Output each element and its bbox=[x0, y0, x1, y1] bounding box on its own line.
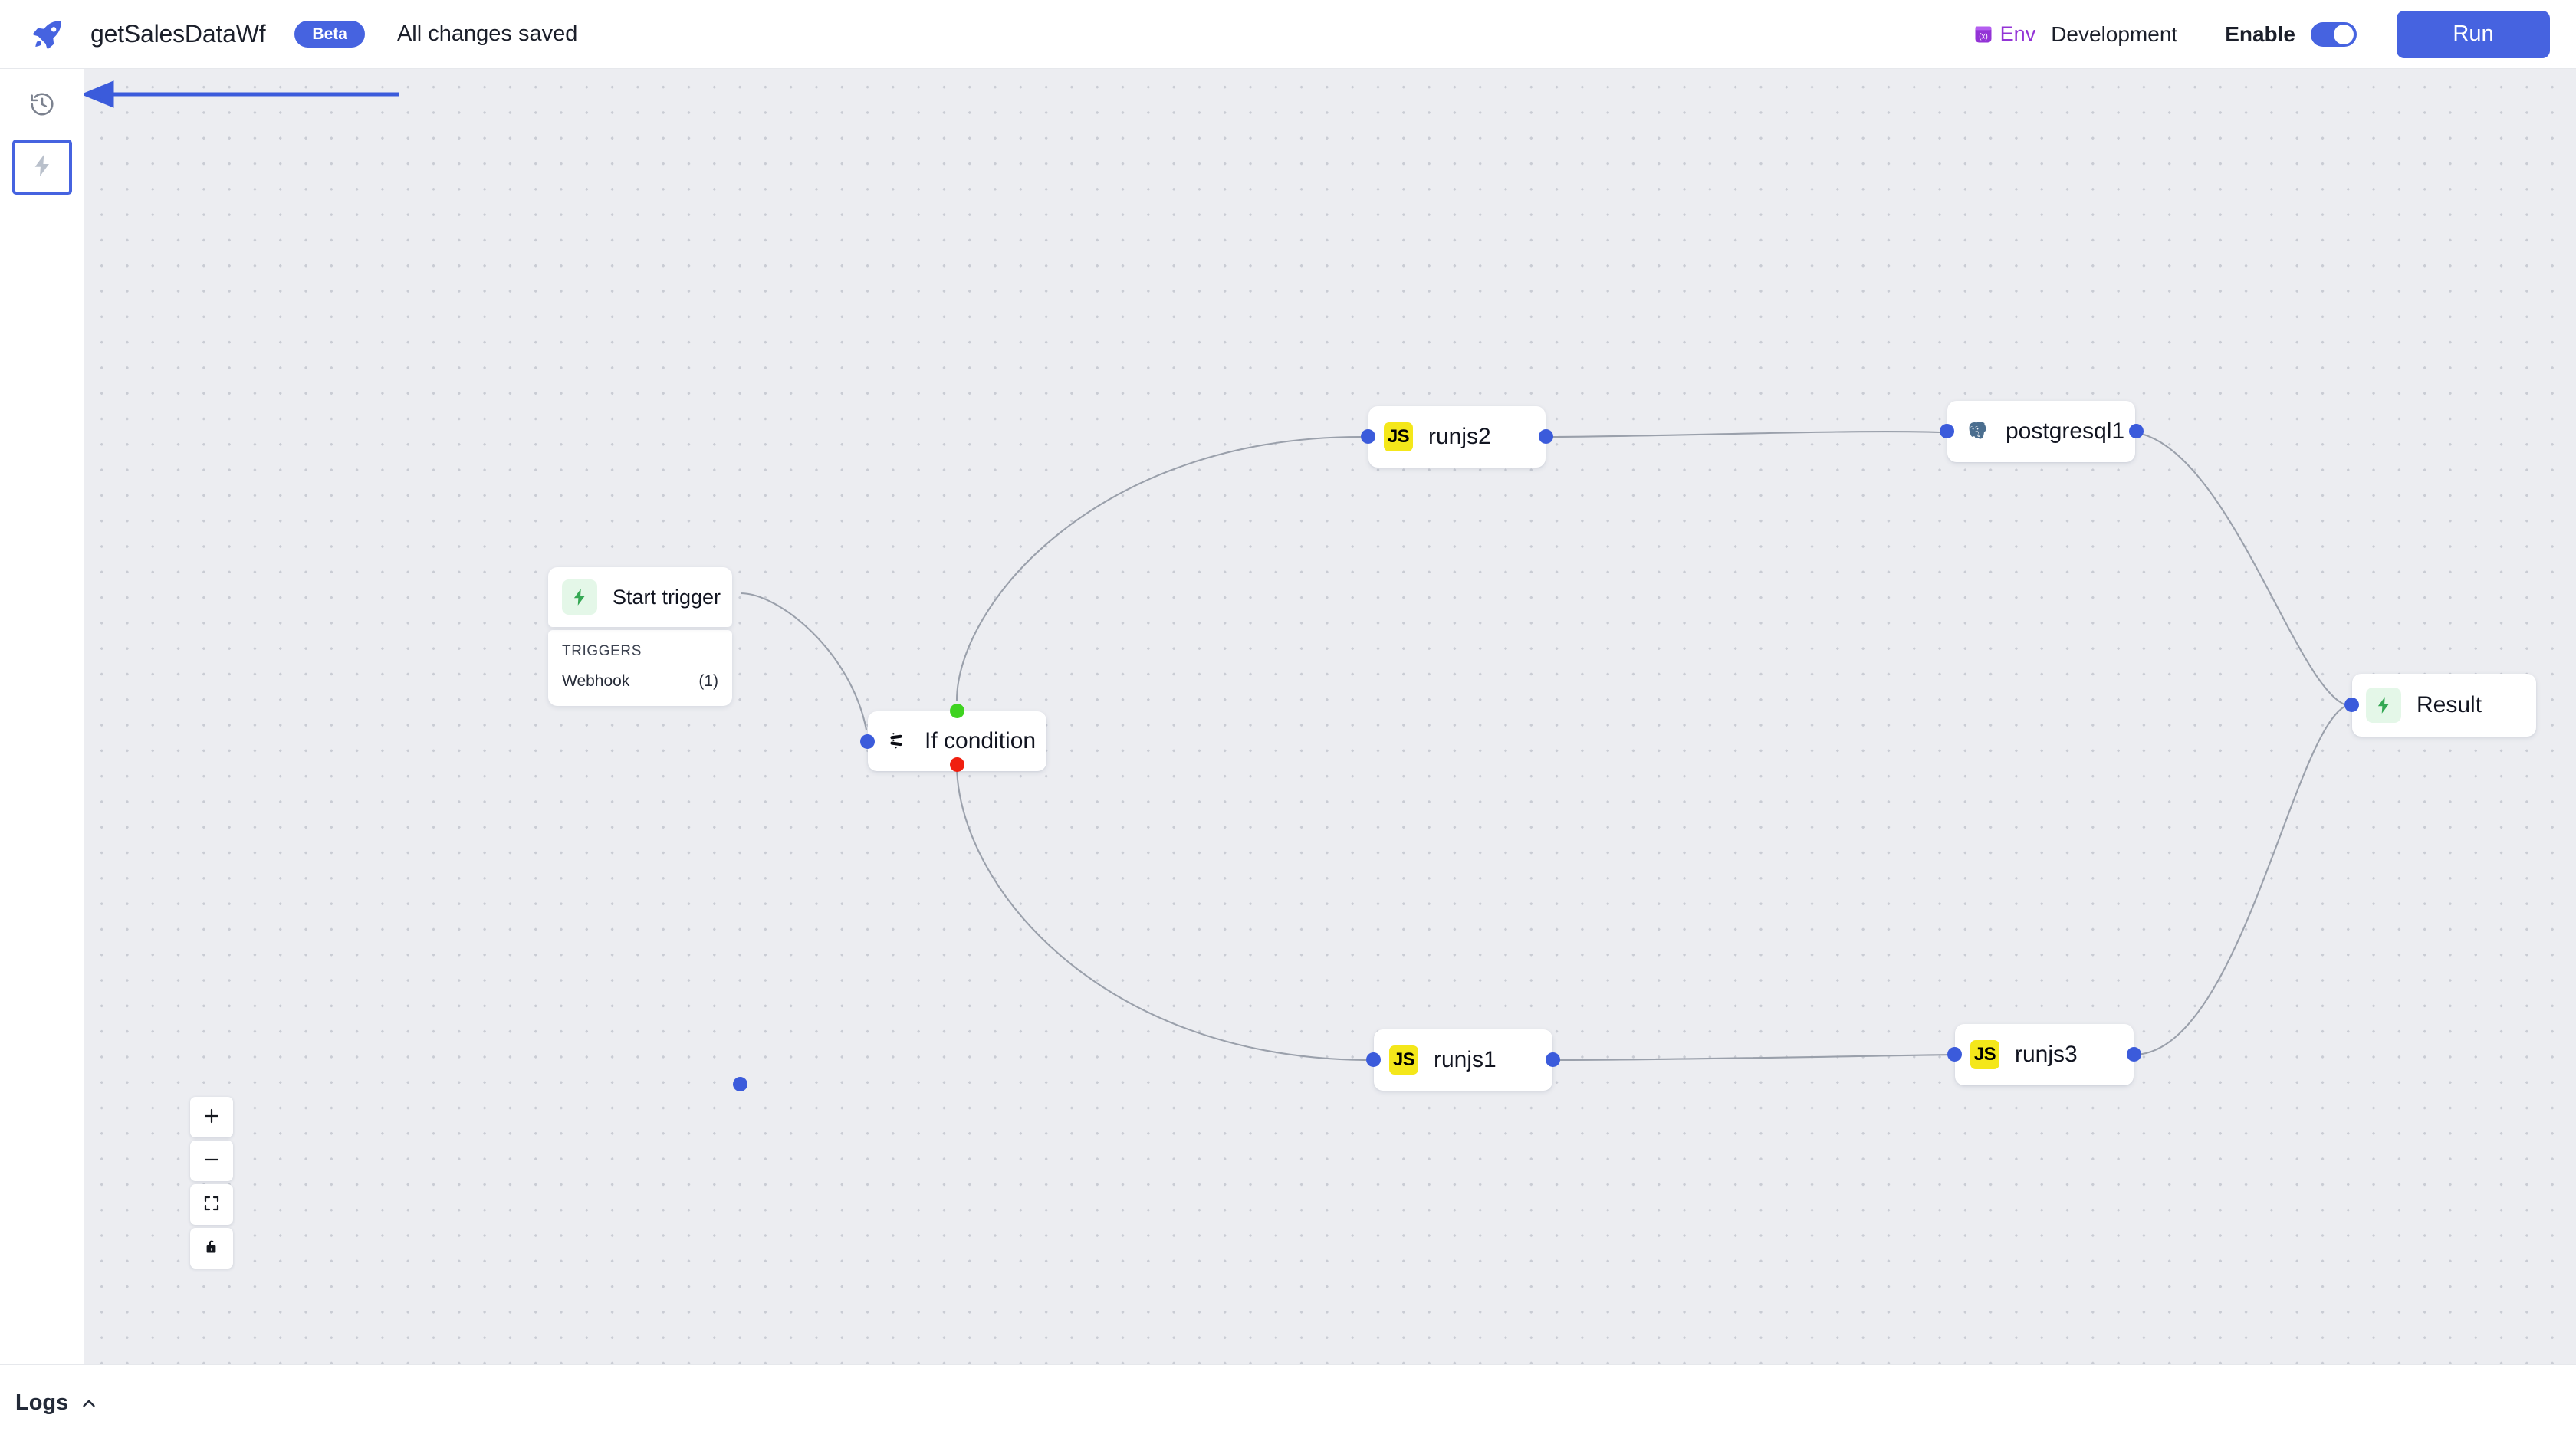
zoom-out-button[interactable] bbox=[190, 1141, 233, 1181]
node-runjs3[interactable]: JS runjs3 bbox=[1955, 1024, 2134, 1085]
header-actions: (x) Env Development Enable Run bbox=[1972, 10, 2550, 58]
js-badge-text: JS bbox=[1392, 1049, 1415, 1070]
sidebar-item-triggers[interactable] bbox=[12, 140, 72, 195]
port-result-input[interactable] bbox=[2344, 698, 2359, 712]
history-clock-icon bbox=[28, 90, 56, 122]
unlocked-padlock-icon bbox=[202, 1238, 221, 1259]
workflow-canvas[interactable]: Start trigger TRIGGERS Webhook (1) bbox=[84, 69, 2576, 1364]
node-label: Start trigger bbox=[613, 585, 721, 609]
node-runjs2[interactable]: JS runjs2 bbox=[1368, 406, 1546, 468]
node-result[interactable]: Result bbox=[2352, 674, 2536, 737]
port-runjs2-output[interactable] bbox=[1539, 429, 1553, 444]
node-runjs1[interactable]: JS runjs1 bbox=[1374, 1029, 1552, 1091]
fit-screen-icon bbox=[202, 1194, 221, 1215]
port-runjs2-input[interactable] bbox=[1361, 429, 1375, 444]
branch-condition-icon bbox=[882, 724, 912, 759]
port-if-condition-input[interactable] bbox=[860, 734, 875, 749]
svg-text:(x): (x) bbox=[1979, 32, 1988, 41]
connection-edges bbox=[740, 430, 2345, 1062]
js-icon: JS bbox=[1389, 1045, 1418, 1075]
node-label: runjs2 bbox=[1428, 424, 1491, 449]
enable-toggle[interactable] bbox=[2311, 21, 2357, 47]
port-runjs1-input[interactable] bbox=[1366, 1052, 1381, 1067]
triggers-section-title: TRIGGERS bbox=[562, 643, 642, 659]
env-label[interactable]: Env bbox=[1999, 22, 2036, 45]
toggle-knob bbox=[2334, 24, 2354, 44]
node-label: runjs3 bbox=[2015, 1042, 2078, 1067]
beta-badge: Beta bbox=[294, 21, 365, 48]
port-postgresql1-input[interactable] bbox=[1940, 424, 1954, 438]
env-value[interactable]: Development bbox=[2051, 21, 2178, 46]
node-label: Result bbox=[2417, 692, 2482, 717]
node-postgresql1[interactable]: postgresql1 bbox=[1947, 401, 2135, 462]
node-start-trigger-header[interactable]: Start trigger bbox=[548, 567, 732, 627]
lightning-bolt-icon bbox=[2366, 688, 2401, 723]
node-start-trigger-body: TRIGGERS Webhook (1) bbox=[548, 630, 732, 706]
sidebar-item-history[interactable] bbox=[13, 84, 71, 127]
port-if-condition-true-output[interactable] bbox=[950, 704, 964, 718]
lightning-bolt-icon bbox=[562, 579, 597, 615]
save-status-text: All changes saved bbox=[396, 21, 578, 46]
canvas-zoom-controls bbox=[190, 1097, 233, 1269]
js-badge-text: JS bbox=[1387, 426, 1410, 447]
node-label: postgresql1 bbox=[2006, 419, 2125, 444]
postgresql-elephant-icon bbox=[1963, 414, 1993, 449]
left-sidebar bbox=[0, 69, 84, 1364]
rocket-icon[interactable] bbox=[26, 13, 69, 56]
minus-icon bbox=[202, 1151, 221, 1171]
plus-icon bbox=[202, 1107, 221, 1128]
port-runjs3-output[interactable] bbox=[2127, 1047, 2141, 1062]
port-postgresql1-output[interactable] bbox=[2129, 424, 2144, 438]
js-icon: JS bbox=[1970, 1040, 1999, 1069]
trigger-name: Webhook bbox=[562, 672, 630, 690]
port-runjs3-input[interactable] bbox=[1947, 1047, 1962, 1062]
app-header: getSalesDataWf Beta All changes saved (x… bbox=[0, 0, 2576, 69]
js-icon: JS bbox=[1384, 422, 1413, 451]
node-label: runjs1 bbox=[1434, 1047, 1497, 1072]
node-start-trigger[interactable]: Start trigger TRIGGERS Webhook (1) bbox=[548, 567, 748, 1091]
logs-bar[interactable]: Logs bbox=[0, 1364, 2576, 1441]
logs-label: Logs bbox=[15, 1390, 69, 1415]
chevron-up-icon[interactable] bbox=[79, 1393, 99, 1413]
zoom-in-button[interactable] bbox=[190, 1097, 233, 1137]
trigger-count: (1) bbox=[698, 672, 718, 690]
run-button[interactable]: Run bbox=[2397, 10, 2550, 58]
workflow-title: getSalesDataWf bbox=[90, 20, 266, 48]
port-if-condition-false-output[interactable] bbox=[950, 757, 964, 772]
enable-label: Enable bbox=[2225, 21, 2295, 46]
lock-canvas-button[interactable] bbox=[190, 1228, 233, 1269]
trigger-list-item[interactable]: Webhook (1) bbox=[562, 672, 718, 691]
lightning-bolt-icon bbox=[29, 153, 55, 182]
env-variable-icon[interactable]: (x) bbox=[1972, 23, 1995, 46]
port-start-trigger-output[interactable] bbox=[733, 1077, 748, 1091]
fit-view-button[interactable] bbox=[190, 1184, 233, 1225]
port-runjs1-output[interactable] bbox=[1546, 1052, 1560, 1067]
js-badge-text: JS bbox=[1973, 1044, 1996, 1065]
node-label: If condition bbox=[925, 728, 1037, 753]
